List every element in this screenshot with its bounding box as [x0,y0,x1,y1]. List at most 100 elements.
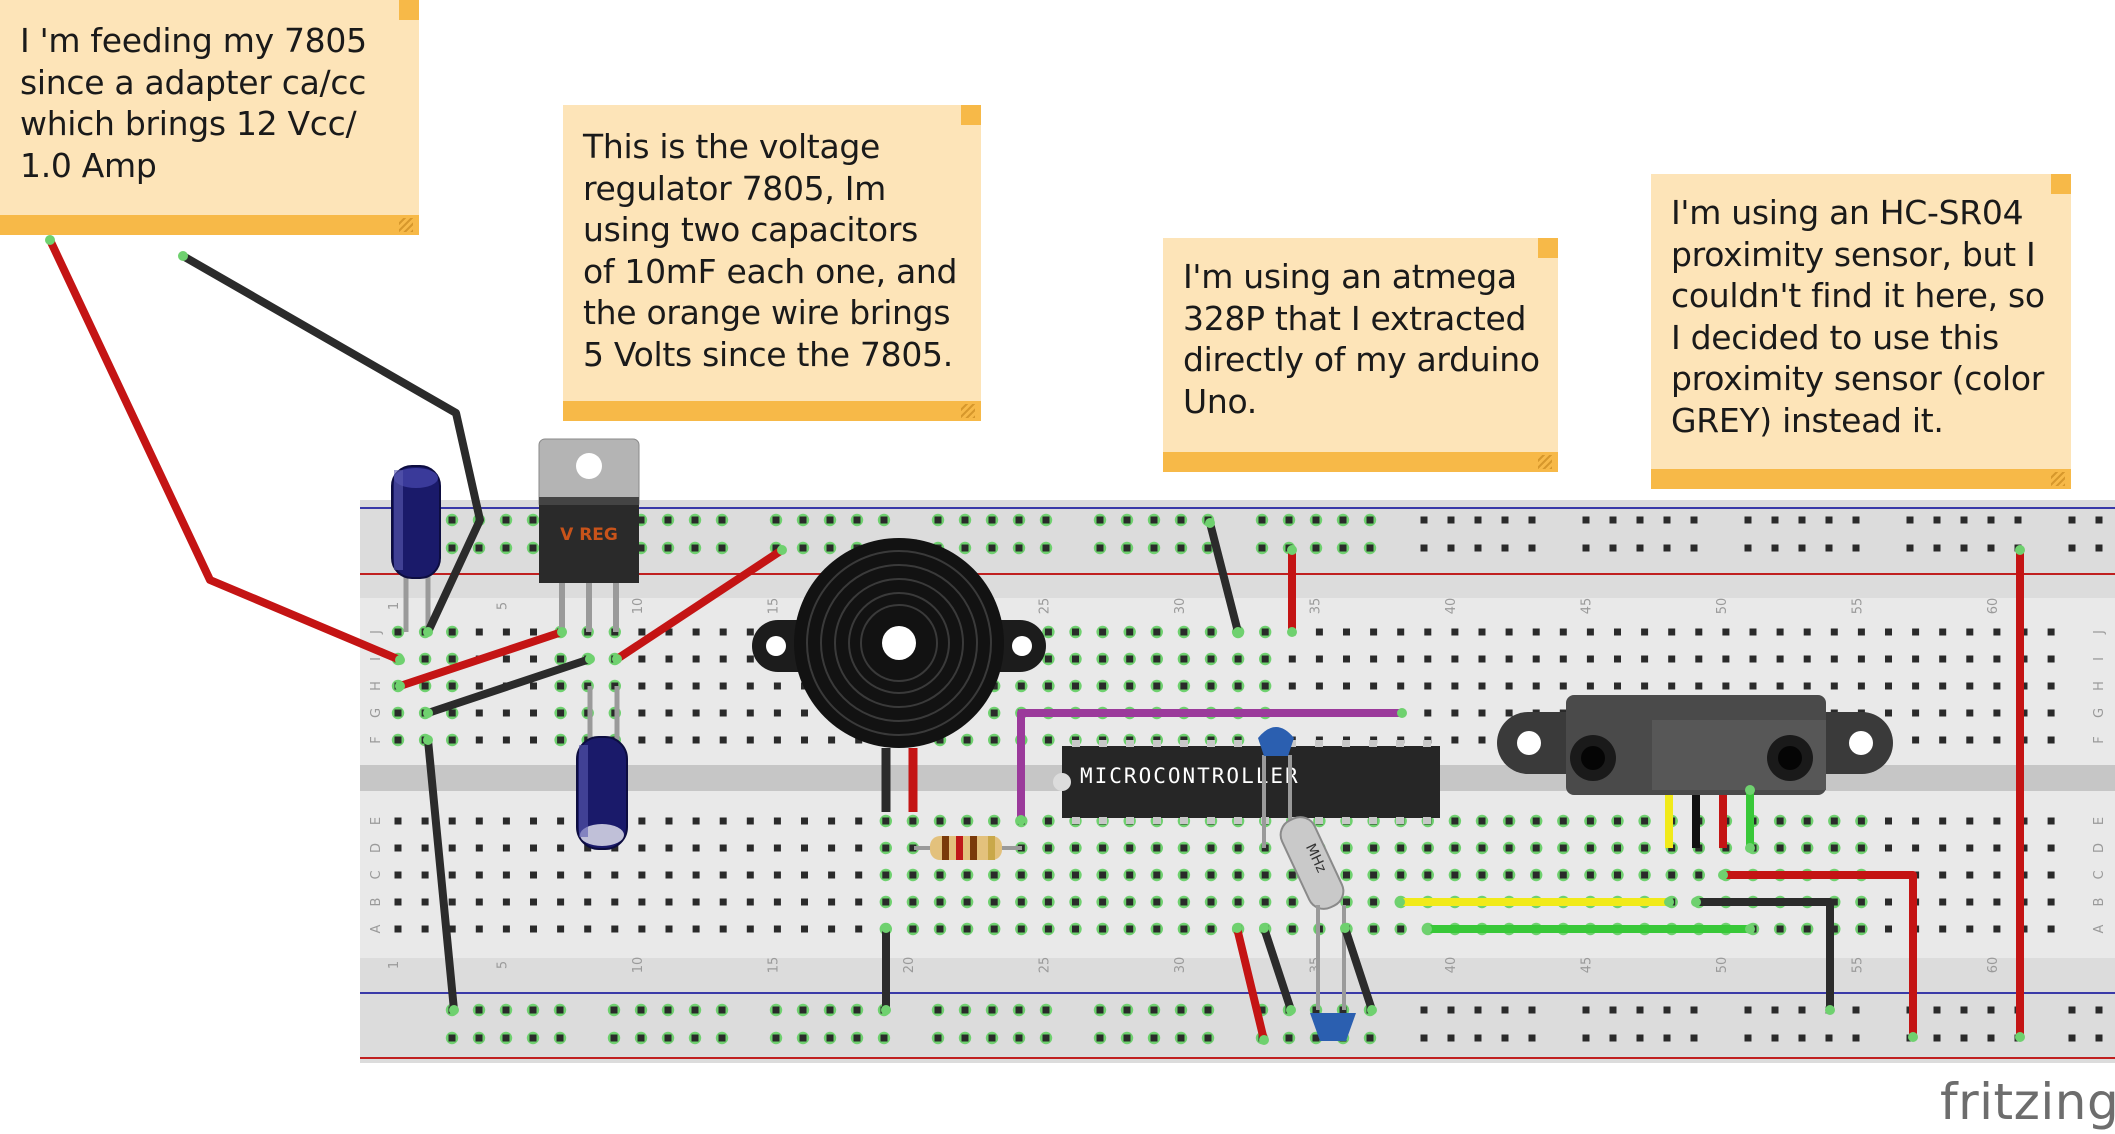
fritzing-logo: fritzing [1940,1073,2115,1131]
hole [1126,871,1134,879]
hole [1852,516,1860,524]
hole [853,1034,861,1042]
hole [665,709,673,717]
column-number: 15 [766,598,781,615]
hole [1830,817,1838,825]
chip-pin [1153,740,1161,747]
hole [1906,544,1914,552]
hole [1586,844,1594,852]
hole [718,1034,726,1042]
hole [772,516,780,524]
resize-grip-icon[interactable] [399,218,413,232]
hole [1180,898,1188,906]
hole [1532,844,1540,852]
hole [826,544,834,552]
resize-grip-icon[interactable] [1538,455,1552,469]
note-adapter[interactable]: I 'm feeding my 7805 since a adapter ca/… [0,0,419,235]
wire-black-bottom [1260,924,1295,1014]
wire-end [45,235,55,245]
hole [1478,736,1486,744]
hole [909,871,917,879]
hole [1207,682,1215,690]
hole [2047,655,2055,663]
hole [1582,1006,1590,1014]
hole [1261,682,1269,690]
hole [1044,844,1052,852]
hole [1830,898,1838,906]
hole [1803,817,1811,825]
chip-pin [1342,740,1350,747]
hole [691,544,699,552]
wire-end [423,627,433,637]
note-sensor[interactable]: I'm using an HC-SR04 proximity sensor, b… [1651,174,2071,489]
hole [557,736,565,744]
hole [855,871,863,879]
hole [475,544,483,552]
hole [502,1034,510,1042]
hole [1912,655,1920,663]
row-letter: C [2092,870,2107,879]
hole [1641,817,1649,825]
hole [1609,544,1617,552]
hole [1370,925,1378,933]
resistor-band [988,836,995,860]
hole [1339,516,1347,524]
wire-end [1422,924,1432,934]
note-regulator[interactable]: This is the voltage regulator 7805, Im u… [563,105,981,421]
hole [1528,1006,1536,1014]
hole [1960,1006,1968,1014]
hole [502,516,510,524]
wire-adapter-ground [179,252,484,636]
buzzer-ring [806,550,992,736]
hole [826,1006,834,1014]
hole [2068,1034,2076,1042]
chip-pin [1342,817,1350,824]
hole [746,898,754,906]
sensor-mount-hole [1849,731,1873,755]
hole [1586,655,1594,663]
resize-grip-icon[interactable] [2051,472,2065,486]
hole [1285,516,1293,524]
hole [502,1006,510,1014]
hole [665,682,673,690]
hole [828,736,836,744]
hole [1474,544,1482,552]
hole [1614,682,1621,690]
hole [1180,628,1188,636]
hole [475,844,483,852]
hole [1690,1006,1698,1014]
hole [1614,817,1621,825]
hole [772,1006,780,1014]
hole [557,871,565,879]
hole [828,898,836,906]
hole [1478,709,1486,717]
sensor-eye-inner [1581,746,1605,770]
hole [826,1034,834,1042]
hole [988,1034,996,1042]
note-atmega[interactable]: I'm using an atmega 328P that I extracte… [1163,238,1558,472]
resize-grip-icon[interactable] [961,404,975,418]
resistor-band [942,836,949,860]
hole [990,709,998,717]
hole [1803,655,1811,663]
chip-pin [1396,817,1404,824]
hole [799,544,807,552]
row-letter: J [369,630,384,635]
hole [1099,655,1107,663]
hole [1015,516,1023,524]
hole [828,925,836,933]
hole [584,844,592,852]
hole [1636,1006,1644,1014]
hole [1017,871,1025,879]
hole [1126,682,1134,690]
hole [1987,1006,1995,1014]
hole [1803,925,1811,933]
note-regulator-text: This is the voltage regulator 7805, Im u… [583,127,958,374]
hole [530,817,537,825]
hole [692,736,700,744]
hole [772,1034,780,1042]
hole [2068,516,2076,524]
hole [1771,516,1779,524]
hole [1420,1006,1428,1014]
